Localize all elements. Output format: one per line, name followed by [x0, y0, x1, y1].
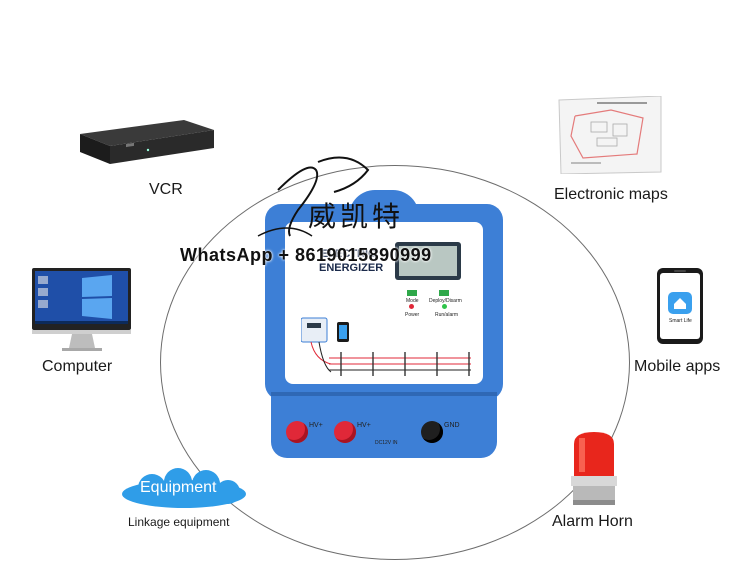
device-brand-line: ELECTRIC: [321, 248, 376, 260]
computer-label: Computer: [42, 358, 113, 375]
computer-monitor: [32, 268, 132, 352]
vcr-label: VCR: [149, 181, 183, 198]
equipment-cloud: Equipment: [118, 468, 250, 510]
gnd-label: GND: [444, 422, 460, 429]
power-led: [409, 304, 414, 309]
dc-input-label: DC12V IN: [375, 440, 398, 446]
hv1-label: HV+: [309, 422, 323, 429]
fence-diagram: [301, 317, 471, 376]
hv-terminal-2[interactable]: [334, 421, 356, 443]
electronic-map-sheet: [557, 95, 663, 175]
terminal-block: [271, 392, 497, 458]
energizer-device: ELECTRIC ENERGIZER Mode Deploy/Disarm Po…: [265, 190, 503, 458]
run-label: Run/alarm: [435, 312, 459, 318]
mobile-phone: Smart Life: [657, 268, 703, 344]
signature-scribble: [257, 156, 370, 237]
lcd-screen: [395, 242, 461, 280]
gnd-terminal[interactable]: [421, 421, 443, 443]
alarm-horn-label: Alarm Horn: [552, 513, 633, 530]
electronic-maps-label: Electronic maps: [554, 186, 668, 203]
hv2-label: HV+: [357, 422, 371, 429]
deploy-button[interactable]: [439, 290, 449, 296]
hv-terminal-1[interactable]: [286, 421, 308, 443]
mode-label: Mode: [406, 298, 419, 304]
mode-button[interactable]: [407, 290, 417, 296]
whatsapp-watermark: WhatsApp + 8619015890999: [180, 245, 432, 265]
run-led: [442, 304, 447, 309]
linkage-equipment-label: Linkage equipment: [128, 515, 230, 529]
network-ellipse: [160, 165, 630, 560]
app-name-label: Smart Life: [669, 318, 692, 324]
deploy-label: Deploy/Disarm: [429, 298, 462, 304]
brand-watermark-cn: 威凯特: [308, 200, 405, 233]
device-product-name: ENERGIZER: [319, 262, 384, 274]
mobile-apps-label: Mobile apps: [634, 358, 721, 375]
equipment-label: Equipment: [140, 479, 217, 496]
vcr-device: [76, 112, 216, 170]
power-label: Power: [405, 312, 420, 318]
alarm-horn-light: [569, 432, 619, 506]
